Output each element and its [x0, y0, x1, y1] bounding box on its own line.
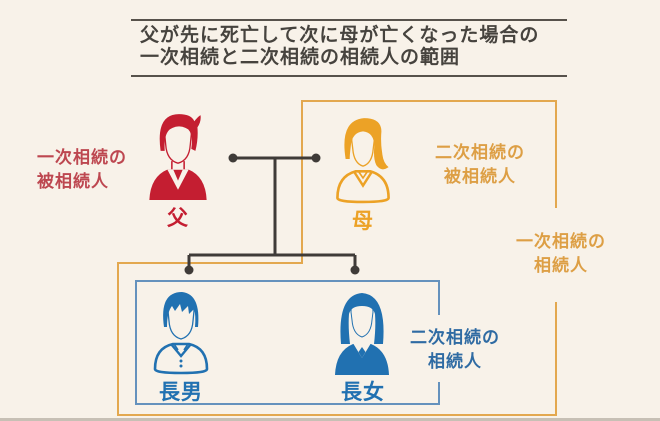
mother-name-label: 母: [352, 210, 374, 233]
title-line-2: 一次相続と二次相続の相続人の範囲: [140, 47, 461, 68]
eldest-son-name-label: 長男: [159, 381, 203, 404]
father-role-label: 一次相続の 被相続人: [37, 146, 127, 194]
secondary-heirs-line-2: 相続人: [428, 352, 482, 371]
secondary-heirs-line-1: 二次相続の: [410, 328, 500, 347]
father-icon: [149, 114, 207, 200]
marriage-dot-left: [228, 153, 238, 163]
mother-role-line-2: 被相続人: [444, 167, 516, 186]
image-bottom-edge: [0, 418, 660, 421]
eldest-daughter-icon: [335, 293, 389, 375]
marriage-dot-right: [311, 153, 321, 163]
son-connector-dot: [184, 265, 194, 275]
secondary-heirs-box: [135, 280, 440, 405]
eldest-daughter-name-label: 長女: [341, 381, 385, 404]
title-line-1: 父が先に死亡して次に母が亡くなった場合の: [140, 25, 540, 46]
title-box: 父が先に死亡して次に母が亡くなった場合の 一次相続と二次相続の相続人の範囲: [131, 19, 567, 77]
father-role-line-2: 被相続人: [37, 172, 109, 191]
father-name-label: 父: [167, 207, 189, 230]
primary-heirs-line-1: 一次相続の: [516, 232, 606, 251]
secondary-heirs-label: 二次相続の 相続人: [403, 326, 507, 374]
primary-heirs-line-2: 相続人: [534, 256, 588, 275]
mother-role-line-1: 二次相続の: [435, 143, 525, 162]
mother-icon: [336, 118, 390, 204]
primary-heirs-outline: [117, 100, 557, 416]
eldest-son-icon: [153, 292, 209, 375]
daughter-connector-dot: [350, 265, 360, 275]
mother-role-label: 二次相続の 被相続人: [428, 141, 532, 189]
father-role-line-1: 一次相続の: [37, 148, 127, 167]
primary-heirs-label: 一次相続の 相続人: [509, 230, 613, 278]
